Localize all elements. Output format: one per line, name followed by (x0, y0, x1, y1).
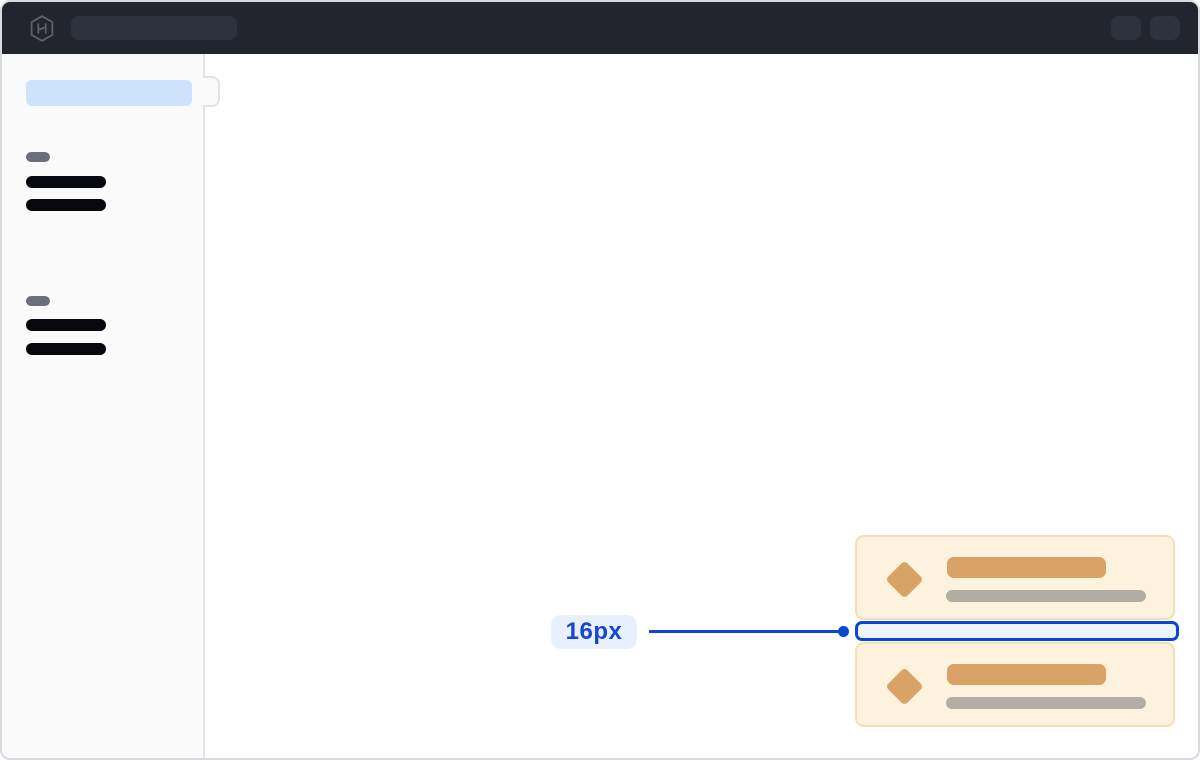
resource-card[interactable] (855, 535, 1175, 620)
card-subtitle-skeleton (946, 590, 1146, 602)
sidebar-item-skeleton[interactable] (26, 319, 106, 331)
spacing-callout-line (649, 630, 839, 633)
resource-card[interactable] (855, 642, 1175, 727)
help-button-skeleton[interactable] (1111, 16, 1141, 40)
sidebar-section-label-skeleton (26, 296, 50, 306)
search-input-skeleton[interactable] (71, 16, 237, 40)
user-menu-skeleton[interactable] (1150, 16, 1180, 40)
spacing-callout-dot (838, 626, 849, 637)
diamond-icon (885, 667, 924, 706)
sidebar-active-item-skeleton[interactable] (26, 80, 192, 106)
hashicorp-logo-icon[interactable] (30, 15, 54, 42)
diamond-icon (885, 560, 924, 599)
sidebar-item-skeleton[interactable] (26, 199, 106, 211)
sidebar-item-skeleton[interactable] (26, 176, 106, 188)
spacing-value-label: 16px (551, 615, 637, 649)
spacing-highlight-box (855, 621, 1179, 641)
sidebar-collapse-handle[interactable] (203, 76, 220, 107)
card-title-skeleton (947, 557, 1106, 578)
card-title-skeleton (947, 664, 1106, 685)
top-nav-bar (2, 2, 1198, 54)
sidebar-section-label-skeleton (26, 152, 50, 162)
card-subtitle-skeleton (946, 697, 1146, 709)
sidebar-item-skeleton[interactable] (26, 343, 106, 355)
sidebar (2, 54, 205, 758)
